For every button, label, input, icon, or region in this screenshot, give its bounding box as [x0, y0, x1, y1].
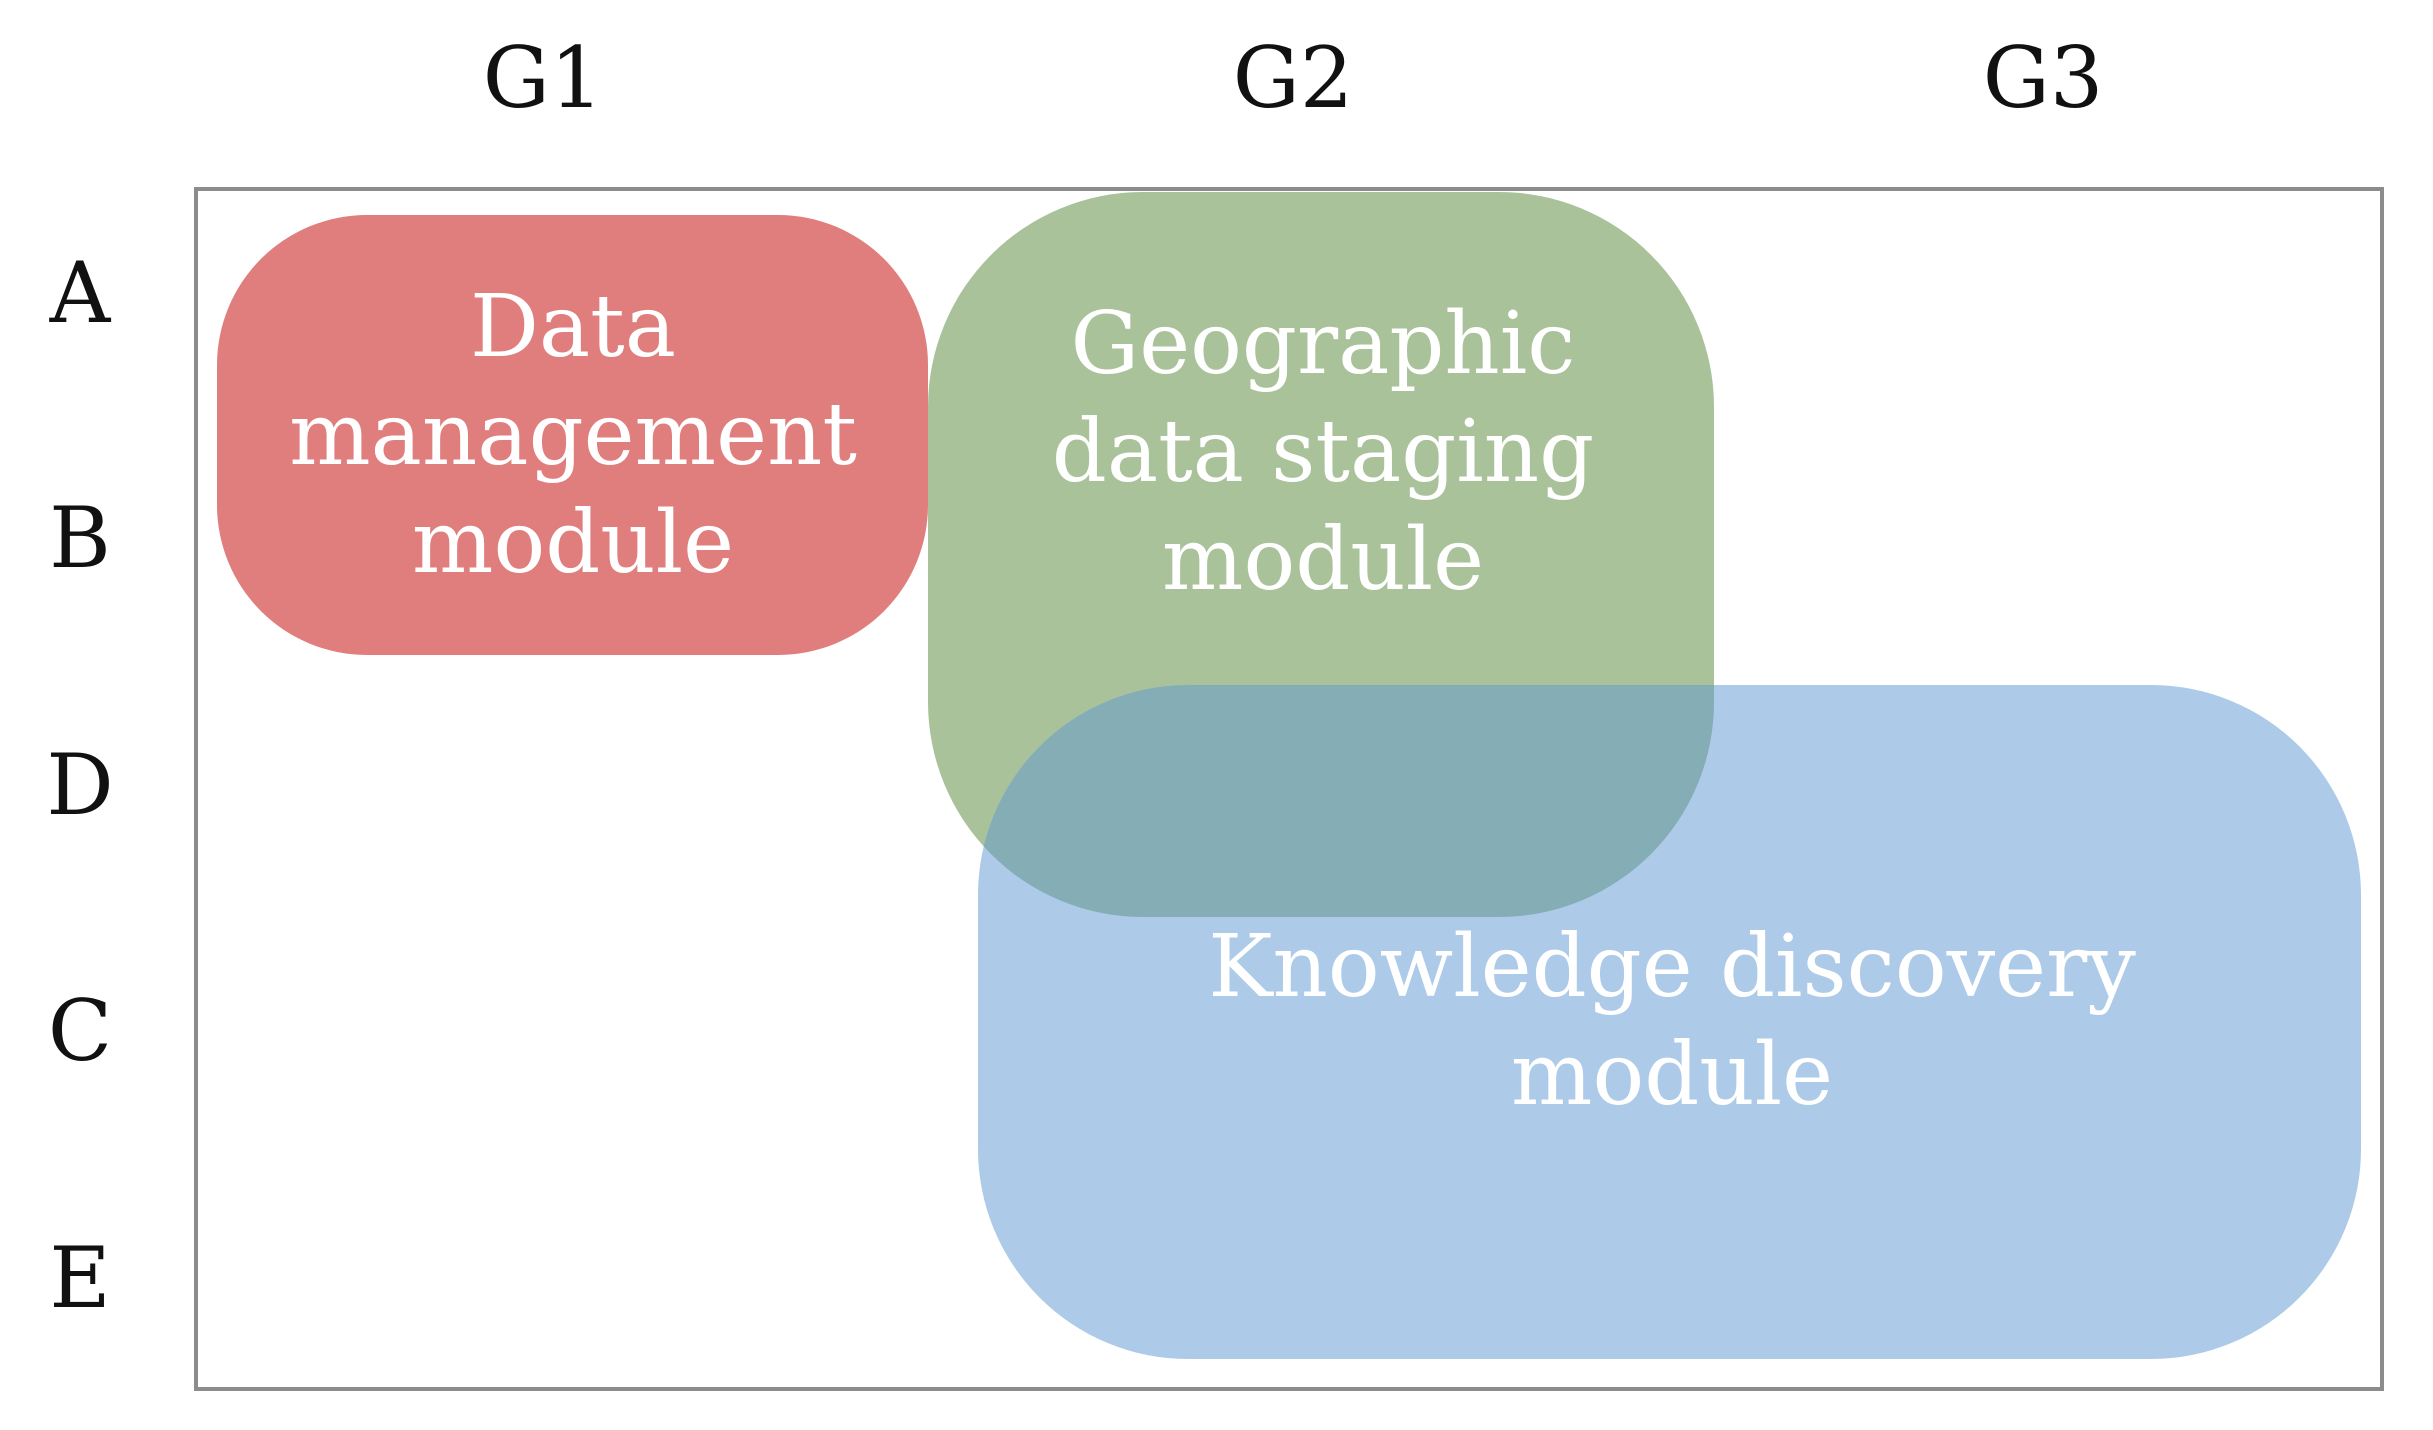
geographic-label-line-2: data staging	[1051, 402, 1595, 502]
row-label-e: E	[49, 1229, 111, 1327]
diagram-frame	[194, 187, 2384, 1391]
data-management-label-line-2: management	[289, 385, 857, 485]
knowledge-label-line-2: module	[1510, 1025, 1834, 1125]
column-label-g3: G3	[1982, 29, 2104, 127]
row-label-b: B	[49, 489, 111, 587]
row-label-c: C	[47, 982, 113, 1080]
geographic-label-line-3: module	[1161, 510, 1485, 610]
overlap-shape	[978, 685, 1714, 917]
column-label-g2: G2	[1232, 29, 1354, 127]
geographic-label-line-1: Geographic	[1070, 294, 1576, 394]
data-management-module-shape	[217, 215, 928, 655]
row-label-a: A	[49, 244, 111, 342]
column-label-g1: G1	[482, 29, 604, 127]
data-management-label-line-3: module	[411, 493, 735, 593]
geographic-data-staging-module-label: Geographic data staging module	[1052, 290, 1594, 614]
knowledge-discovery-module-label: Knowledge discovery module	[1208, 913, 2136, 1129]
row-label-d: D	[46, 736, 114, 834]
data-management-label-line-1: Data	[469, 277, 677, 377]
data-management-module-label: Data management module	[289, 273, 857, 597]
knowledge-label-line-1: Knowledge discovery	[1208, 917, 2136, 1017]
